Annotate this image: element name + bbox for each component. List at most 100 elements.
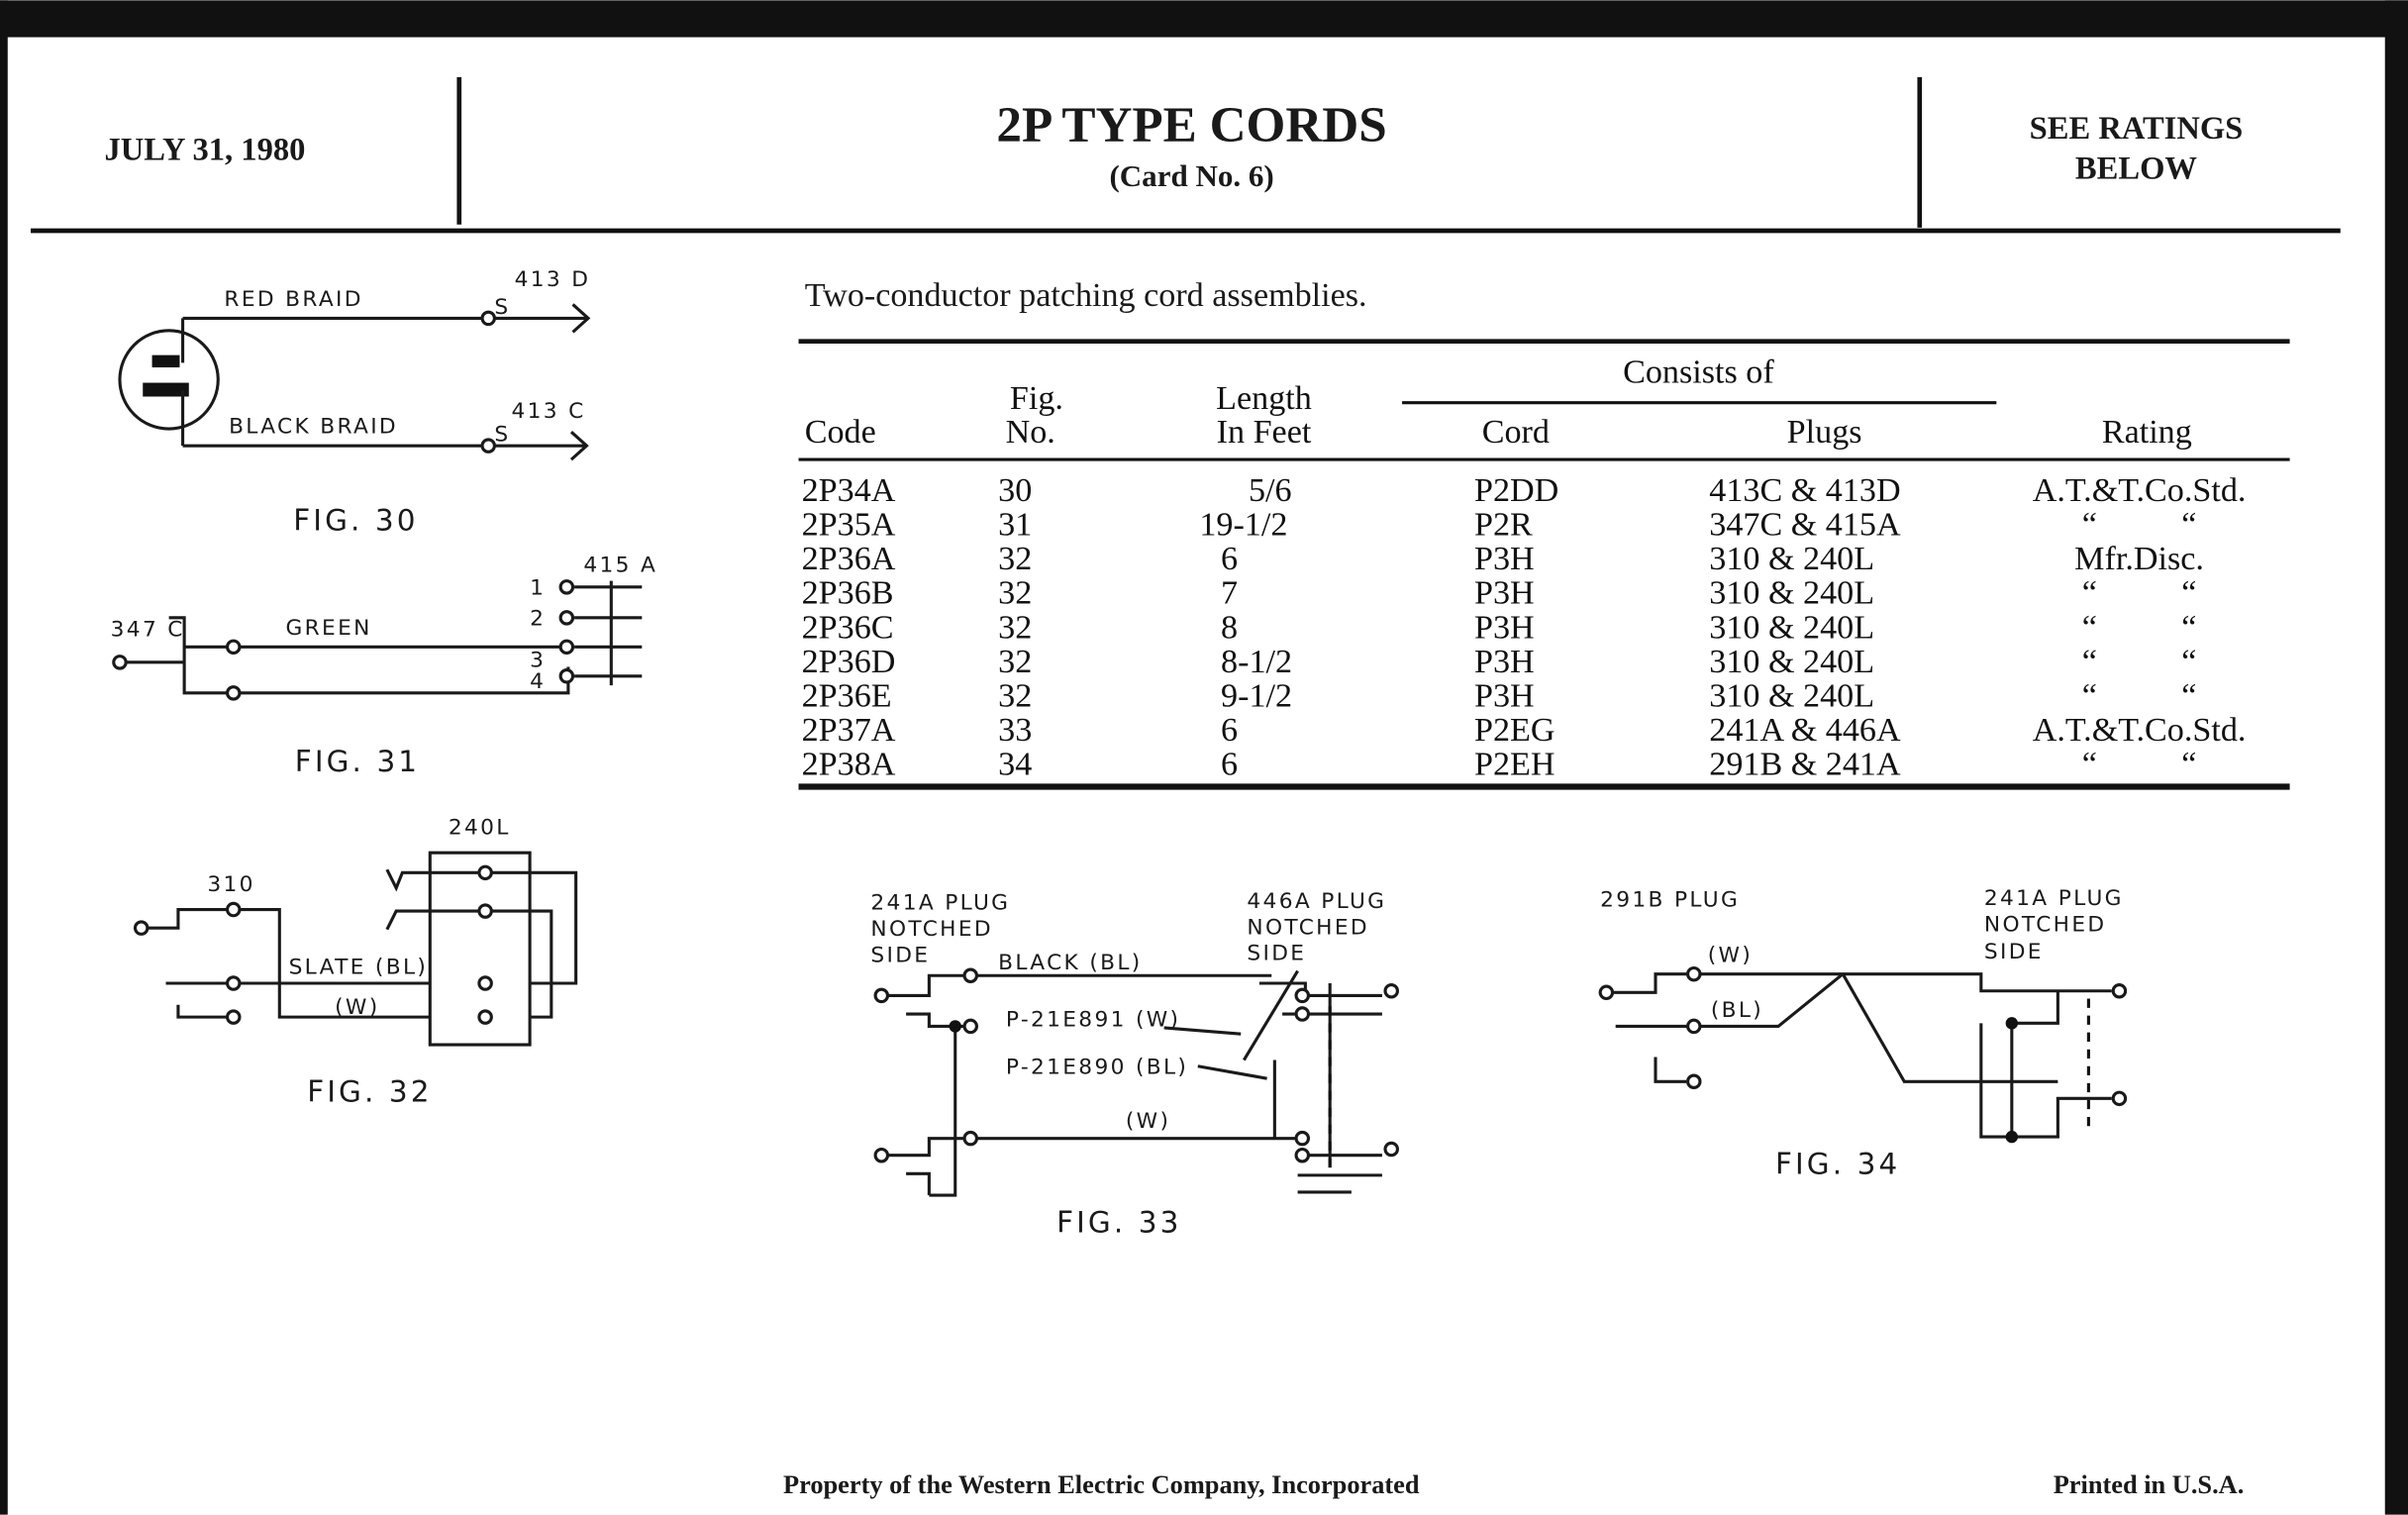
svg-text:(W): (W) bbox=[1708, 943, 1753, 967]
cell-fig: 32 bbox=[998, 575, 1032, 612]
svg-text:GREEN: GREEN bbox=[285, 616, 371, 641]
figure-33: 241A PLUG NOTCHED SIDE 446A PLUG NOTCHED… bbox=[870, 889, 1399, 1239]
cell-plugs: 347C & 415A bbox=[1709, 507, 1901, 544]
svg-text:347 C: 347 C bbox=[111, 617, 185, 642]
svg-text:FIG. 31: FIG. 31 bbox=[295, 745, 420, 778]
cell-rating: “ “ bbox=[2082, 678, 2197, 715]
cell-code: 2P36E bbox=[802, 678, 892, 715]
cell-code: 2P36D bbox=[802, 644, 896, 680]
svg-text:FIG. 34: FIG. 34 bbox=[1775, 1147, 1900, 1180]
svg-text:(W): (W) bbox=[335, 995, 379, 1020]
card-date: JULY 31, 1980 bbox=[104, 133, 305, 168]
cell-length: 8 bbox=[1221, 609, 1238, 646]
svg-text:SIDE: SIDE bbox=[870, 943, 930, 967]
svg-text:FIG. 32: FIG. 32 bbox=[307, 1074, 432, 1108]
card-header: JULY 31, 1980 2P TYPE CORDS (Card No. 6)… bbox=[31, 76, 2341, 234]
svg-text:SLATE (BL): SLATE (BL) bbox=[289, 956, 429, 980]
cord-cross-section bbox=[118, 329, 220, 431]
col-rating: Rating bbox=[2102, 414, 2192, 451]
figure-31: 347 C GREEN 415 A 1 2 3 4 FIG. 31 bbox=[111, 553, 655, 778]
cell-code: 2P34A bbox=[802, 472, 896, 509]
svg-text:240L: 240L bbox=[449, 816, 511, 841]
cell-fig: 30 bbox=[998, 472, 1032, 509]
svg-text:413 D: 413 D bbox=[515, 267, 591, 292]
svg-text:S: S bbox=[494, 422, 510, 447]
intro-text: Two-conductor patching cord assemblies. bbox=[805, 277, 1367, 314]
cell-cord: P3H bbox=[1474, 541, 1535, 577]
cell-length: 6 bbox=[1221, 712, 1238, 749]
cell-cord: P2EG bbox=[1474, 712, 1555, 749]
svg-text:SIDE: SIDE bbox=[1247, 942, 1306, 966]
scan-border-left bbox=[0, 0, 8, 1515]
col-code: Code bbox=[805, 414, 876, 451]
cell-length: 6 bbox=[1221, 747, 1238, 783]
group-header-consists: Consists of bbox=[1623, 354, 1774, 391]
svg-text:RED BRAID: RED BRAID bbox=[224, 287, 362, 312]
cell-cord: P3H bbox=[1474, 609, 1535, 646]
cell-rating: “ “ bbox=[2082, 575, 2197, 612]
cell-code: 2P36A bbox=[802, 541, 896, 577]
svg-text:FIG. 33: FIG. 33 bbox=[1056, 1205, 1181, 1239]
figure-34: 291B PLUG 241A PLUG NOTCHED SIDE (W) (BL… bbox=[1598, 886, 2128, 1180]
svg-text:P-21E891 (W): P-21E891 (W) bbox=[1006, 1007, 1180, 1032]
svg-text:4: 4 bbox=[530, 669, 546, 694]
cell-plugs: 291B & 241A bbox=[1709, 747, 1901, 783]
svg-text:(BL): (BL) bbox=[1711, 998, 1763, 1023]
cell-fig: 34 bbox=[998, 747, 1032, 783]
cell-plugs: 413C & 413D bbox=[1709, 472, 1900, 509]
figure-30: RED BRAID BLACK BRAID S S 413 D 413 C FI… bbox=[118, 267, 591, 537]
cell-fig: 32 bbox=[998, 609, 1032, 646]
svg-text:SIDE: SIDE bbox=[1984, 940, 2044, 964]
svg-text:291B PLUG: 291B PLUG bbox=[1600, 887, 1740, 912]
svg-text:NOTCHED: NOTCHED bbox=[1247, 915, 1369, 940]
cell-rating: “ “ bbox=[2082, 507, 2197, 544]
svg-text:FIG. 30: FIG. 30 bbox=[293, 503, 418, 537]
cell-code: 2P37A bbox=[802, 712, 896, 749]
cell-length: 6 bbox=[1221, 541, 1238, 577]
cell-fig: 31 bbox=[998, 507, 1032, 544]
cell-fig: 32 bbox=[998, 678, 1032, 715]
cell-code: 2P38A bbox=[802, 747, 896, 783]
cell-plugs: 310 & 240L bbox=[1709, 609, 1874, 646]
cell-rating: “ “ bbox=[2082, 609, 2197, 646]
cell-rating: Mfr.Disc. bbox=[2074, 541, 2204, 577]
cell-length: 9-1/2 bbox=[1221, 678, 1292, 715]
cell-cord: P3H bbox=[1474, 644, 1535, 680]
card-number: (Card No. 6) bbox=[1109, 158, 1273, 193]
cell-plugs: 310 & 240L bbox=[1709, 575, 1874, 612]
svg-text:3: 3 bbox=[530, 648, 546, 672]
col-fig-1: Fig. bbox=[1010, 380, 1063, 417]
cell-code: 2P36B bbox=[802, 575, 894, 612]
svg-text:P-21E890 (BL): P-21E890 (BL) bbox=[1006, 1056, 1188, 1080]
card-title: 2P TYPE CORDS bbox=[996, 97, 1386, 153]
table-body: 2P34A 30 5/6 P2DD 413C & 413D A.T.&T.Co.Std. 2… bbox=[802, 472, 2247, 783]
cell-rating: A.T.&T.Co.Std. bbox=[2033, 712, 2247, 749]
svg-text:NOTCHED: NOTCHED bbox=[870, 917, 993, 942]
svg-text:2: 2 bbox=[530, 607, 546, 632]
cell-cord: P2DD bbox=[1474, 472, 1558, 509]
svg-text:BLACK BRAID: BLACK BRAID bbox=[229, 415, 398, 440]
svg-text:NOTCHED: NOTCHED bbox=[1984, 912, 2107, 937]
svg-text:241A PLUG: 241A PLUG bbox=[870, 891, 1010, 916]
cell-cord: P3H bbox=[1474, 678, 1535, 715]
scan-border-right bbox=[2384, 0, 2408, 1515]
cell-length: 5/6 bbox=[1249, 472, 1292, 509]
cell-plugs: 241A & 446A bbox=[1709, 712, 1901, 749]
ratings-note-2: BELOW bbox=[2075, 151, 2197, 186]
cell-fig: 33 bbox=[998, 712, 1032, 749]
cell-length: 19-1/2 bbox=[1199, 507, 1287, 544]
cords-table: Consists of Code Fig. No. Length In Feet… bbox=[798, 339, 2290, 790]
cell-fig: 32 bbox=[998, 541, 1032, 577]
svg-text:413 C: 413 C bbox=[511, 399, 585, 424]
cell-length: 7 bbox=[1221, 575, 1238, 612]
col-length-1: Length bbox=[1216, 380, 1312, 417]
svg-text:310: 310 bbox=[207, 872, 254, 897]
cell-fig: 32 bbox=[998, 644, 1032, 680]
